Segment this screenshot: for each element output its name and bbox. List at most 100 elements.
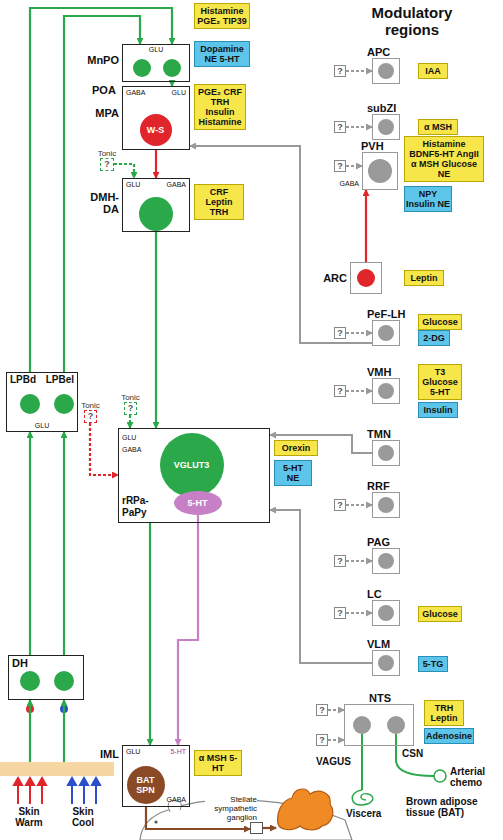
tonic-input-box: Tonic?: [84, 410, 97, 423]
neuron: [378, 325, 394, 341]
arrow-head: [14, 778, 46, 785]
connector: [63, 432, 65, 655]
node-label: Skin Cool: [60, 806, 106, 828]
connector: [346, 70, 372, 72]
unknown-input-box: ?: [334, 499, 346, 511]
connector: [64, 16, 140, 372]
connector: [178, 515, 198, 746]
unknown-input-box: ?: [316, 704, 328, 716]
node-label: rRPa-PaPy: [122, 495, 158, 519]
stimulant-tag: Histamine PGE₂ TIP39: [194, 3, 250, 29]
node-text: ?: [337, 123, 343, 132]
node-text: ?: [88, 412, 94, 421]
node-label: GLU: [123, 46, 189, 54]
node-label: Tonic: [121, 393, 140, 402]
neuron-circle: 5-HT: [174, 491, 222, 515]
region-box: DH: [8, 655, 84, 700]
node-text: ?: [337, 162, 343, 171]
node-text: ?: [337, 329, 343, 338]
node-label: GABA: [122, 446, 141, 454]
node-label: DH: [12, 657, 28, 669]
node-label: LC: [367, 588, 382, 600]
node-label: GABA: [126, 89, 145, 97]
node-label: Stellate sympathetic ganglion: [205, 795, 257, 822]
node-text: VGLUT3: [174, 460, 210, 470]
node-label: NTS: [369, 692, 391, 704]
connector: [155, 150, 157, 178]
node-label: PVH: [361, 140, 384, 152]
node-label: ARC: [323, 272, 347, 284]
arrow-shaft: [72, 784, 96, 804]
node-label: LPBd: [10, 374, 36, 386]
connector: [63, 700, 65, 762]
connector: [29, 432, 31, 655]
node-label: PAG: [367, 536, 390, 548]
stimulant-tag: TRH Leptin: [424, 700, 464, 726]
node-text: ?: [337, 501, 343, 510]
unknown-input-box: ?: [334, 555, 346, 567]
modulatory-region-box: subZI: [372, 114, 400, 140]
node-label: GABA: [340, 180, 359, 188]
region-box: MPAGABAGLUW-S: [122, 86, 190, 150]
annotation-label: CSN: [402, 748, 423, 759]
inhibitor-tag: 5-TG: [418, 656, 448, 672]
viscera-symbol: [352, 790, 373, 805]
annotation-label: POA: [92, 84, 116, 96]
region-box: DMH-DAGLUGABA: [122, 178, 190, 232]
stimulant-tag: Histamine BDNF5-HT AngII α MSH Glucose N…: [404, 136, 484, 182]
node-label: GLU: [7, 422, 77, 430]
stimulant-tag: CRF Leptin TRH: [194, 184, 244, 220]
modulatory-region-box: RRF: [372, 492, 400, 518]
neuron: [357, 269, 375, 287]
neuron: [133, 59, 151, 77]
node-text: TRH Leptin: [426, 703, 462, 723]
node-text: IAA: [420, 66, 446, 76]
inhibitor-tag: Adenosine: [424, 728, 474, 744]
modulatory-region-box: ARC: [350, 262, 382, 294]
connector: [190, 146, 372, 343]
modulatory-region-box: TMN: [372, 440, 400, 466]
tonic-input-box: Tonic?: [124, 402, 137, 415]
node-label: Brown adipose tissue (BAT): [406, 796, 496, 818]
node-text: ?: [337, 609, 343, 618]
annotation-label: Viscera: [346, 808, 381, 819]
modulatory-region-box: PVHGABA: [362, 152, 398, 190]
neuron: [378, 655, 394, 671]
connector: [346, 504, 372, 506]
node-text: Orexin: [276, 443, 316, 453]
region-box: rRPa-PaPy GLU GABA VGLUT3 5-HT: [118, 428, 270, 523]
node-text: CRF Leptin TRH: [196, 187, 242, 217]
neuron-group: [20, 59, 181, 691]
stimulant-tag: Glucose: [418, 314, 462, 330]
section-title: Modulatory regions: [352, 4, 472, 38]
connector: [30, 8, 172, 372]
connector: [328, 739, 344, 741]
connector: [346, 390, 372, 392]
unknown-input-box: ?: [334, 327, 346, 339]
connector: [346, 612, 372, 614]
bat-outline: [276, 784, 336, 832]
node-label: Tonic: [98, 149, 117, 158]
modulatory-region-box: NTS: [344, 704, 414, 746]
vagus-nerve: [361, 734, 363, 790]
node-text: ?: [128, 404, 134, 413]
node-text: BAT SPN: [127, 775, 165, 795]
node-label: MnPO: [87, 54, 119, 66]
node-label: VLM: [367, 638, 390, 650]
node-label: GLU: [126, 181, 140, 189]
unknown-input-box: ?: [316, 734, 328, 746]
node-text: NPY Insulin NE: [406, 189, 450, 209]
bat-lobe: [278, 789, 333, 830]
node-label: subZI: [367, 102, 396, 114]
node-text: Adenosine: [426, 731, 472, 741]
node-text: Insulin: [420, 405, 456, 415]
modulatory-region-box: APC: [372, 58, 400, 84]
node-label: GLU: [122, 434, 136, 442]
node-text: α MSH 5-HT: [196, 753, 240, 773]
arrow-shaft: [18, 784, 42, 804]
node-label: GLU: [126, 748, 140, 756]
node-text: ?: [337, 67, 343, 76]
unknown-input-box: ?: [334, 160, 346, 172]
connector: [129, 415, 131, 428]
